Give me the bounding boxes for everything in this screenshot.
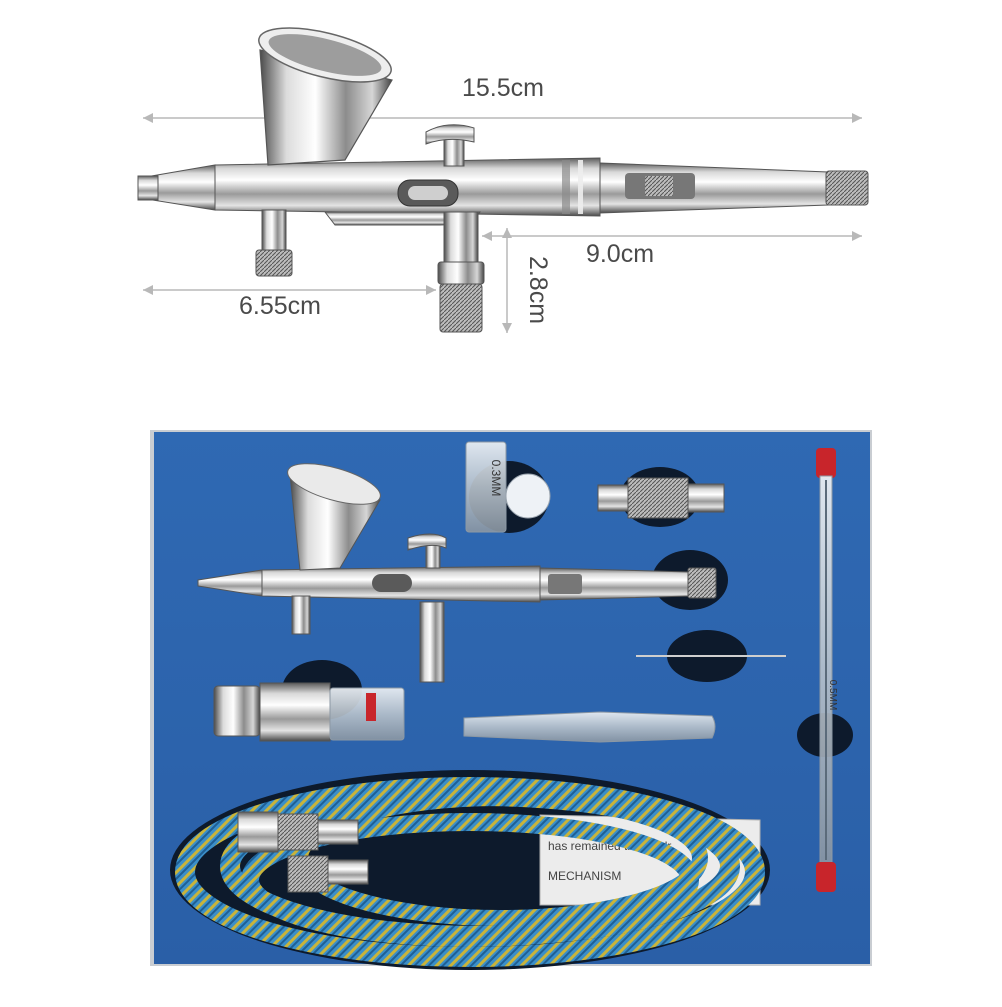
nozzle-pack-label: 0.3MM (489, 460, 503, 497)
dimension-label-rear: 9.0cm (586, 240, 654, 268)
needle-tube-label: 0.5MM (827, 680, 838, 711)
dimension-label-front: 6.55cm (239, 292, 321, 320)
dimension-lines (143, 113, 862, 333)
airbrush-in-case (197, 463, 717, 683)
moisture-trap (213, 682, 405, 742)
airbrush-top (137, 27, 869, 333)
air-hose (175, 777, 765, 967)
instruction-card-line-2: MECHANISM (548, 869, 621, 883)
needle-tube: 0.5MM (816, 448, 838, 892)
dimension-label-overall: 15.5cm (462, 74, 544, 102)
pipette (463, 711, 716, 743)
nozzle-pack: 0.3MM (465, 441, 551, 533)
dimension-label-height: 2.8cm (524, 256, 552, 324)
spare-fitting (597, 477, 725, 519)
